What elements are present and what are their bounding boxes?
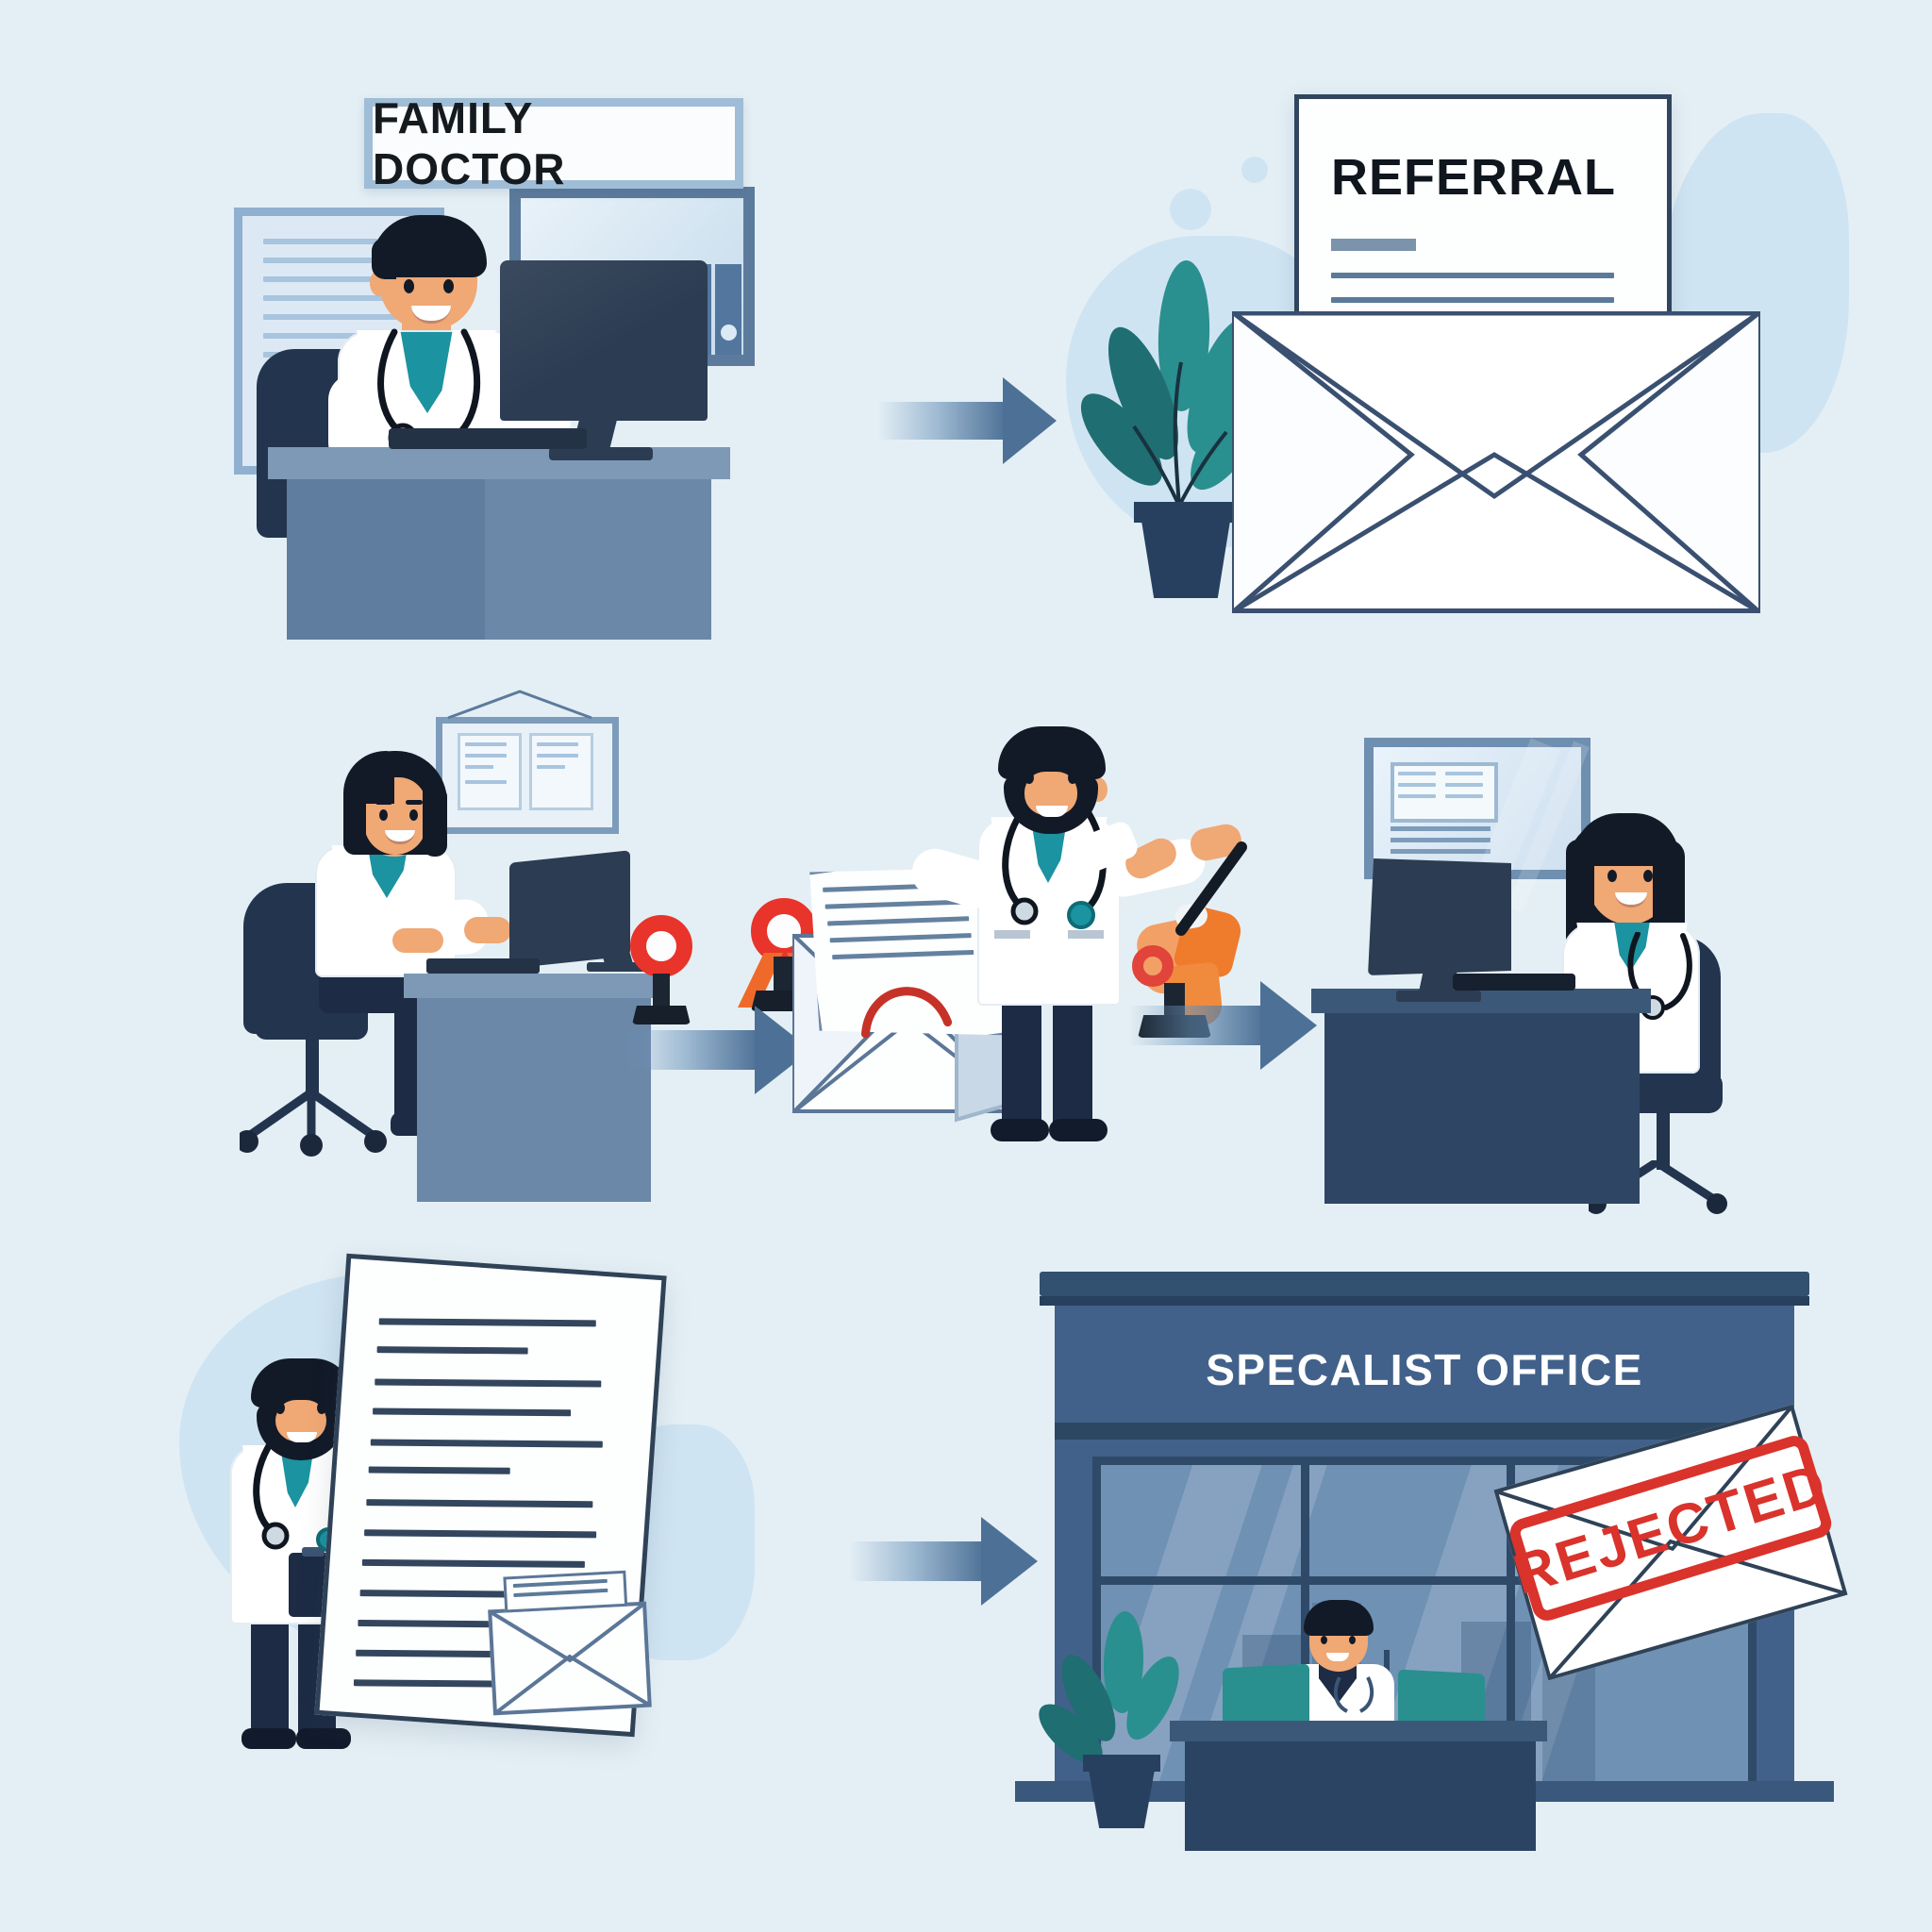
monitor-specialist	[1362, 858, 1532, 1002]
keyboard-specialist	[1453, 974, 1575, 991]
monitor-receiving	[500, 850, 651, 983]
panel-receiving-clerk	[240, 690, 660, 1208]
referral-heading: REFERRAL	[1331, 149, 1616, 206]
family-doctor-sign-label: FAMILY DOCTOR	[373, 93, 566, 193]
rubber-stamp-left	[625, 915, 700, 1028]
plant-pot	[1134, 502, 1238, 523]
panel-specialist-office: SPECALIST OFFICE	[1015, 1255, 1848, 1851]
potted-plant-office	[1029, 1610, 1198, 1828]
wall-frame-chart	[436, 690, 619, 834]
open-envelope	[1232, 311, 1760, 613]
wall-frame-certificate	[1364, 738, 1591, 917]
specialist-office-sign: SPECALIST OFFICE	[1206, 1345, 1643, 1394]
desktop-monitor	[500, 260, 726, 477]
panel-large-document	[179, 1253, 783, 1840]
panel-family-doctor	[189, 75, 906, 660]
reception-desk-top	[1170, 1721, 1547, 1741]
red-frown-mark	[860, 987, 953, 1039]
panel-specialist-clerk	[1311, 726, 1736, 1214]
doctor-male-bearded	[906, 717, 1245, 1160]
keyboard-receiving	[426, 958, 540, 974]
reception-desk-body	[1185, 1741, 1536, 1851]
keyboard	[389, 428, 587, 449]
letter-with-red-frown	[797, 845, 1029, 1061]
desk-specialist	[1324, 1013, 1640, 1204]
reception-area	[1170, 1600, 1547, 1851]
rejected-envelope	[1493, 1404, 1848, 1681]
arrow-2	[623, 1006, 811, 1094]
panel-referral-envelope: REFERRAL	[1057, 75, 1849, 660]
arrow-1	[877, 377, 1057, 464]
doctor-male-holding-doc	[200, 1349, 474, 1749]
family-doctor-sign: FAMILY DOCTOR	[364, 93, 743, 193]
arrow-4	[849, 1517, 1038, 1606]
arrow-3	[1128, 981, 1317, 1070]
small-envelope	[488, 1570, 652, 1716]
potted-plant	[1067, 259, 1282, 598]
desk-receiving	[417, 998, 651, 1202]
panel-review-and-stamp	[792, 717, 1247, 1170]
desk-surface	[268, 447, 730, 479]
